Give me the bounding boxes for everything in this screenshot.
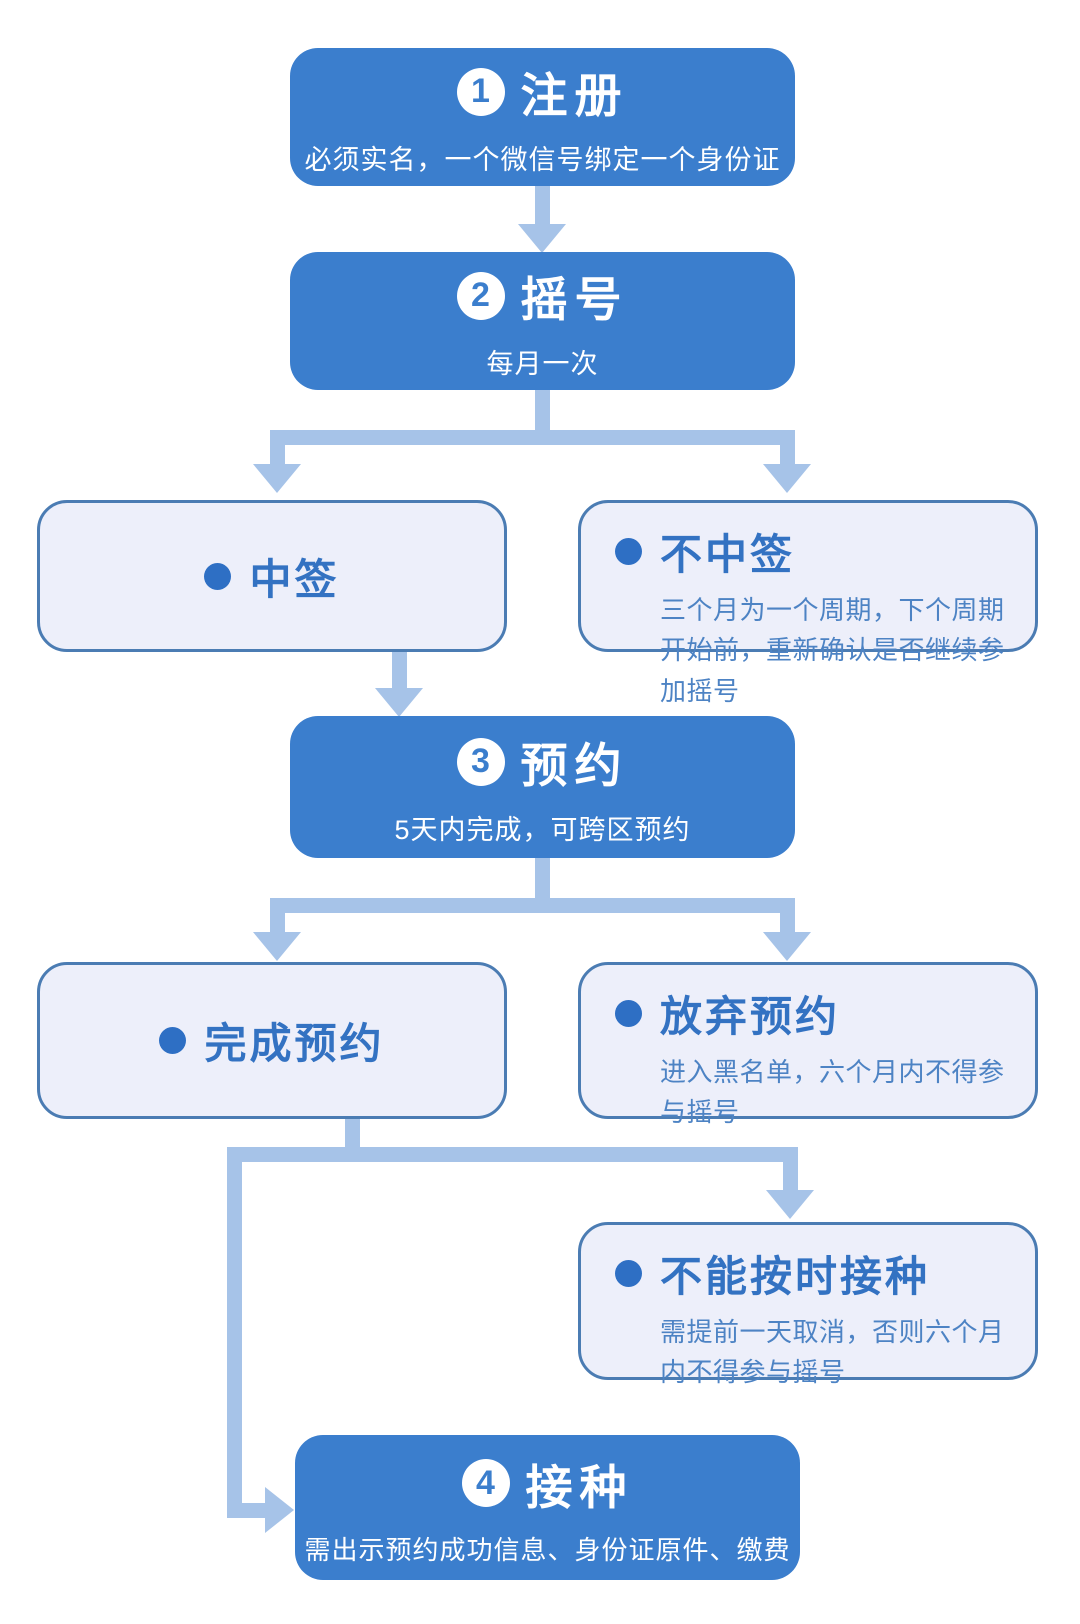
win-title-row: 中签: [204, 546, 339, 607]
win-title: 中签: [249, 555, 340, 603]
register-title-row: 1 注册: [456, 57, 629, 126]
book-title-row: 3 预约: [456, 727, 629, 796]
step-number-badge-4: 4: [461, 1459, 510, 1507]
connector-win-book-shaft: [392, 652, 407, 690]
vaccinate-title: 接种: [525, 1460, 634, 1514]
bullet-icon: [159, 1027, 187, 1054]
lose-title: 不中签: [660, 531, 796, 578]
connector-vaccinate-vertical: [227, 1147, 242, 1518]
arrow-down-icon: [253, 464, 301, 493]
arrow-right-icon: [265, 1487, 294, 1533]
connector-book-complete-shaft: [270, 898, 285, 934]
connector-book-abandon-shaft: [780, 898, 795, 934]
step-box-book: 3 预约 5天内完成，可跨区预约: [290, 716, 795, 858]
abandon-title-row: 放弃预约: [615, 983, 1017, 1044]
vaccinate-title-row: 4 接种: [461, 1449, 634, 1518]
lottery-subtitle: 每月一次: [486, 349, 599, 379]
outcome-box-complete: 完成预约: [37, 962, 507, 1119]
connector-lottery-win-shaft: [270, 430, 285, 466]
bullet-icon: [615, 538, 642, 565]
lottery-title-row: 2 摇号: [456, 261, 629, 330]
bullet-icon: [615, 1260, 642, 1287]
outcome-box-lose: 不中签 三个月为一个周期，下个周期开始前，重新确认是否继续参加摇号: [578, 500, 1038, 706]
outcome-box-cannot-vaccinate: 不能按时接种 需提前一天取消，否则六个月内不得参与摇号: [578, 1222, 1038, 1387]
arrow-down-icon: [253, 932, 301, 961]
complete-title-row: 完成预约: [159, 1010, 384, 1071]
abandon-description: 进入黑名单，六个月内不得参与摇号: [660, 1057, 1005, 1128]
connector-book-split-stub: [535, 858, 550, 906]
cannot-description: 需提前一天取消，否则六个月内不得参与摇号: [660, 1317, 1005, 1388]
step-number-badge-3: 3: [456, 737, 505, 786]
lose-title-row: 不中签: [615, 521, 1017, 582]
connector-lottery-split-bar: [270, 430, 795, 445]
register-title: 注册: [520, 69, 629, 122]
book-title: 预约: [520, 739, 629, 792]
abandon-title: 放弃预约: [660, 993, 841, 1040]
arrow-down-icon: [763, 932, 811, 961]
outcome-box-win: 中签: [37, 500, 507, 652]
step-number-badge-2: 2: [456, 271, 505, 320]
connector-book-split-bar: [270, 898, 795, 913]
arrow-down-icon: [518, 224, 566, 253]
lottery-title: 摇号: [520, 273, 629, 326]
connector-cannot-shaft: [783, 1147, 798, 1192]
bullet-icon: [204, 562, 232, 590]
connector-complete-split-bar: [227, 1147, 798, 1162]
connector-lottery-lose-shaft: [780, 430, 795, 466]
lose-description: 三个月为一个周期，下个周期开始前，重新确认是否继续参加摇号: [660, 595, 1005, 706]
complete-title: 完成预约: [204, 1020, 385, 1067]
book-subtitle: 5天内完成，可跨区预约: [394, 815, 691, 845]
arrow-down-icon: [766, 1190, 814, 1219]
vaccinate-subtitle: 需出示预约成功信息、身份证原件、缴费: [304, 1534, 791, 1565]
arrow-down-icon: [763, 464, 811, 493]
register-subtitle: 必须实名，一个微信号绑定一个身份证: [304, 145, 781, 175]
step-number-badge-1: 1: [456, 67, 505, 116]
step-box-lottery: 2 摇号 每月一次: [290, 252, 795, 390]
outcome-box-abandon: 放弃预约 进入黑名单，六个月内不得参与摇号: [578, 962, 1038, 1127]
cannot-title: 不能按时接种: [660, 1253, 931, 1300]
step-box-register: 1 注册 必须实名，一个微信号绑定一个身份证: [290, 48, 795, 186]
connector-vaccinate-horizontal: [227, 1503, 267, 1518]
connector-lottery-split-stub: [535, 390, 550, 438]
cannot-title-row: 不能按时接种: [615, 1243, 1017, 1304]
arrow-down-icon: [375, 688, 423, 717]
step-box-vaccinate: 4 接种 需出示预约成功信息、身份证原件、缴费: [295, 1435, 800, 1580]
connector-register-lottery-shaft: [535, 186, 550, 226]
bullet-icon: [615, 1000, 642, 1027]
